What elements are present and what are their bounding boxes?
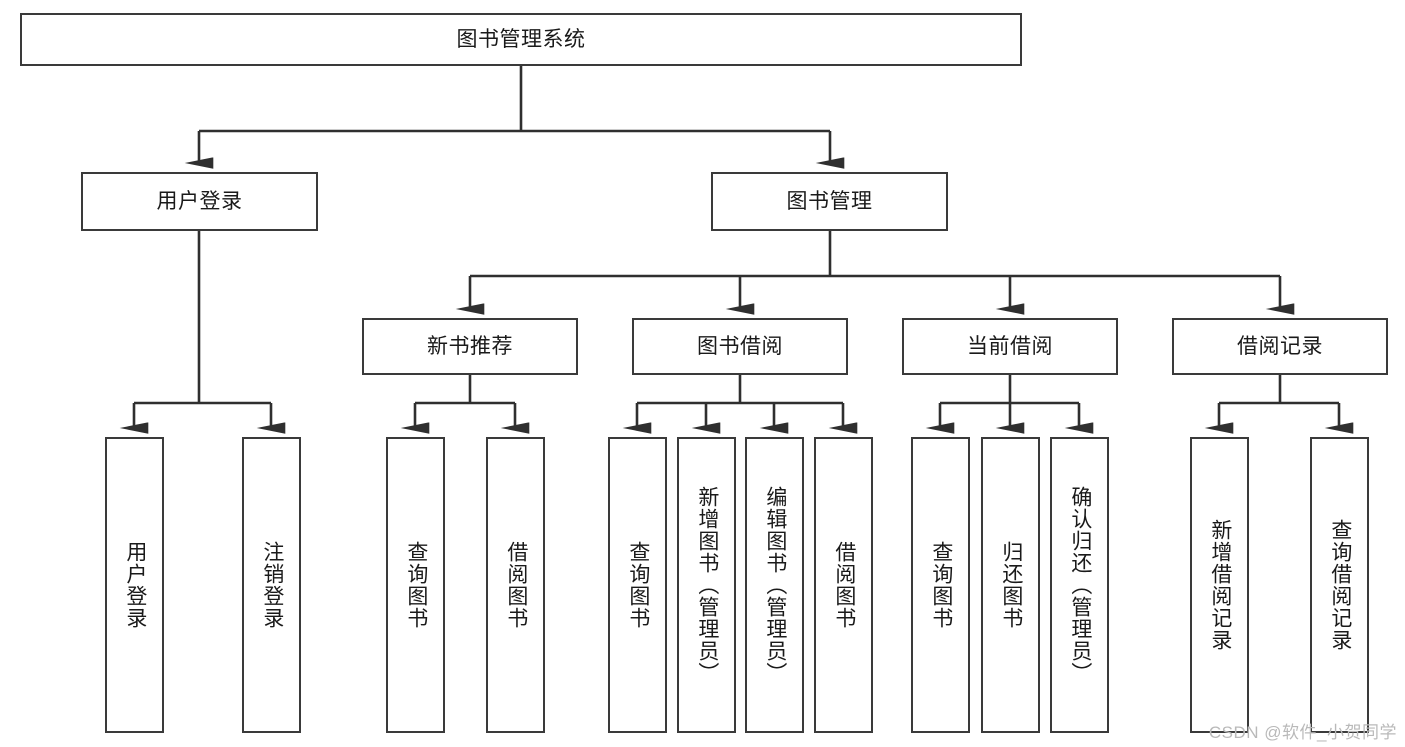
node-leaf-borrow-edit-book-label: 编辑图书（管理员） [763,486,787,684]
node-user-login-label: 用户登录 [156,189,243,213]
node-leaf-rec-add-record[interactable]: 新增借阅记录 [1190,437,1249,733]
node-borrow-record[interactable]: 借阅记录 [1172,318,1388,375]
node-leaf-cur-confirm-return-label: 确认归还（管理员） [1068,486,1092,684]
node-current-borrow[interactable]: 当前借阅 [902,318,1118,375]
node-leaf-cur-confirm-return[interactable]: 确认归还（管理员） [1050,437,1109,733]
node-leaf-rec-query-record[interactable]: 查询借阅记录 [1310,437,1369,733]
node-leaf-rec-query-record-label: 查询借阅记录 [1328,519,1352,651]
node-leaf-rec-borrow-book[interactable]: 借阅图书 [486,437,545,733]
node-leaf-cur-return-book-label: 归还图书 [999,541,1023,629]
node-leaf-borrow-borrow-book[interactable]: 借阅图书 [814,437,873,733]
node-leaf-rec-add-record-label: 新增借阅记录 [1208,519,1232,651]
node-book-manage-label: 图书管理 [786,189,873,213]
node-leaf-rec-query-book-label: 查询图书 [404,541,428,629]
node-book-borrow[interactable]: 图书借阅 [632,318,848,375]
node-leaf-borrow-edit-book[interactable]: 编辑图书（管理员） [745,437,804,733]
node-book-manage[interactable]: 图书管理 [711,172,948,231]
node-leaf-cur-query-book-label: 查询图书 [929,541,953,629]
node-leaf-cur-query-book[interactable]: 查询图书 [911,437,970,733]
node-root-label: 图书管理系统 [456,27,586,51]
node-leaf-cur-return-book[interactable]: 归还图书 [981,437,1040,733]
node-book-borrow-label: 图书借阅 [697,334,783,358]
watermark: CSDN @软件_小贺同学 [1208,723,1397,742]
node-leaf-borrow-add-book[interactable]: 新增图书（管理员） [677,437,736,733]
node-leaf-user-login[interactable]: 用户登录 [105,437,164,733]
node-leaf-borrow-query-book-label: 查询图书 [626,541,650,629]
node-leaf-rec-query-book[interactable]: 查询图书 [386,437,445,733]
node-user-login[interactable]: 用户登录 [81,172,318,231]
node-leaf-rec-borrow-book-label: 借阅图书 [504,541,528,629]
node-new-book-recommend-label: 新书推荐 [427,334,513,358]
node-leaf-user-logout-label: 注销登录 [260,541,284,629]
node-leaf-user-logout[interactable]: 注销登录 [242,437,301,733]
node-new-book-recommend[interactable]: 新书推荐 [362,318,578,375]
node-current-borrow-label: 当前借阅 [967,334,1053,358]
node-leaf-borrow-add-book-label: 新增图书（管理员） [695,486,719,684]
node-root[interactable]: 图书管理系统 [20,13,1022,66]
node-borrow-record-label: 借阅记录 [1237,334,1323,358]
node-leaf-borrow-query-book[interactable]: 查询图书 [608,437,667,733]
node-leaf-borrow-borrow-book-label: 借阅图书 [832,541,856,629]
node-leaf-user-login-label: 用户登录 [123,541,147,629]
